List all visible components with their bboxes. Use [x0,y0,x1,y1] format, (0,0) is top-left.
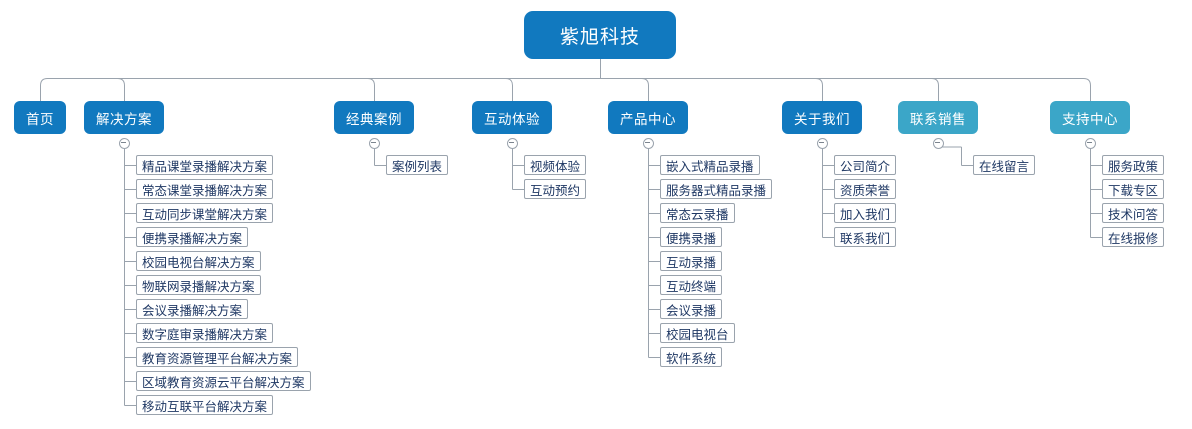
leaf-node[interactable]: 便携录播解决方案 [136,227,249,247]
leaf-node[interactable]: 便携录播 [660,227,723,247]
collapse-toggle-icon[interactable] [369,138,380,149]
leaf-node[interactable]: 会议录播 [660,299,723,319]
leaf-node[interactable]: 资质荣誉 [834,179,897,199]
collapse-toggle-icon[interactable] [507,138,518,149]
collapse-toggle-icon[interactable] [1085,138,1096,149]
leaf-node[interactable]: 互动预约 [524,179,587,199]
leaf-node[interactable]: 加入我们 [834,203,897,223]
minus-glyph [935,142,940,143]
leaf-node[interactable]: 视频体验 [524,155,587,175]
leaf-node[interactable]: 互动录播 [660,251,723,271]
leaf-node[interactable]: 公司简介 [834,155,897,175]
collapse-toggle-icon[interactable] [817,138,828,149]
leaf-node[interactable]: 常态课堂录播解决方案 [136,179,274,199]
branch-node-1[interactable]: 首页 [14,101,66,134]
leaf-node[interactable]: 嵌入式精品录播 [660,155,760,175]
minus-glyph [645,142,650,143]
branch-node-4[interactable]: 互动体验 [472,101,552,134]
leaf-node[interactable]: 案例列表 [386,155,449,175]
leaf-node[interactable]: 联系我们 [834,227,897,247]
leaf-node[interactable]: 教育资源管理平台解决方案 [136,347,299,367]
leaf-node[interactable]: 技术问答 [1102,203,1165,223]
leaf-node[interactable]: 服务政策 [1102,155,1165,175]
leaf-node[interactable]: 会议录播解决方案 [136,299,249,319]
minus-glyph [1087,142,1092,143]
leaf-node[interactable]: 在线留言 [973,155,1036,175]
minus-glyph [509,142,514,143]
leaf-node[interactable]: 常态云录播 [660,203,735,223]
leaf-node[interactable]: 校园电视台 [660,323,735,343]
leaf-node[interactable]: 区域教育资源云平台解决方案 [136,371,311,391]
leaf-node[interactable]: 互动同步课堂解决方案 [136,203,274,223]
leaf-node[interactable]: 移动互联平台解决方案 [136,395,274,415]
collapse-toggle-icon[interactable] [933,138,944,149]
leaf-node[interactable]: 互动终端 [660,275,723,295]
leaf-node[interactable]: 校园电视台解决方案 [136,251,261,271]
branch-node-3[interactable]: 经典案例 [334,101,414,134]
collapse-toggle-icon[interactable] [119,138,130,149]
leaf-node[interactable]: 精品课堂录播解决方案 [136,155,274,175]
leaf-node[interactable]: 软件系统 [660,347,723,367]
leaf-node[interactable]: 在线报修 [1102,227,1165,247]
branch-node-7[interactable]: 联系销售 [898,101,978,134]
leaf-node[interactable]: 服务器式精品录播 [660,179,773,199]
minus-glyph [371,142,376,143]
root-node[interactable]: 紫旭科技 [524,11,676,59]
minus-glyph [819,142,824,143]
collapse-toggle-icon[interactable] [643,138,654,149]
leaf-node[interactable]: 物联网录播解决方案 [136,275,261,295]
branch-node-2[interactable]: 解决方案 [84,101,164,134]
leaf-node[interactable]: 数字庭审录播解决方案 [136,323,274,343]
branch-node-8[interactable]: 支持中心 [1050,101,1130,134]
minus-glyph [121,142,126,143]
branch-node-6[interactable]: 关于我们 [782,101,862,134]
branch-node-5[interactable]: 产品中心 [608,101,688,134]
leaf-node[interactable]: 下载专区 [1102,179,1165,199]
